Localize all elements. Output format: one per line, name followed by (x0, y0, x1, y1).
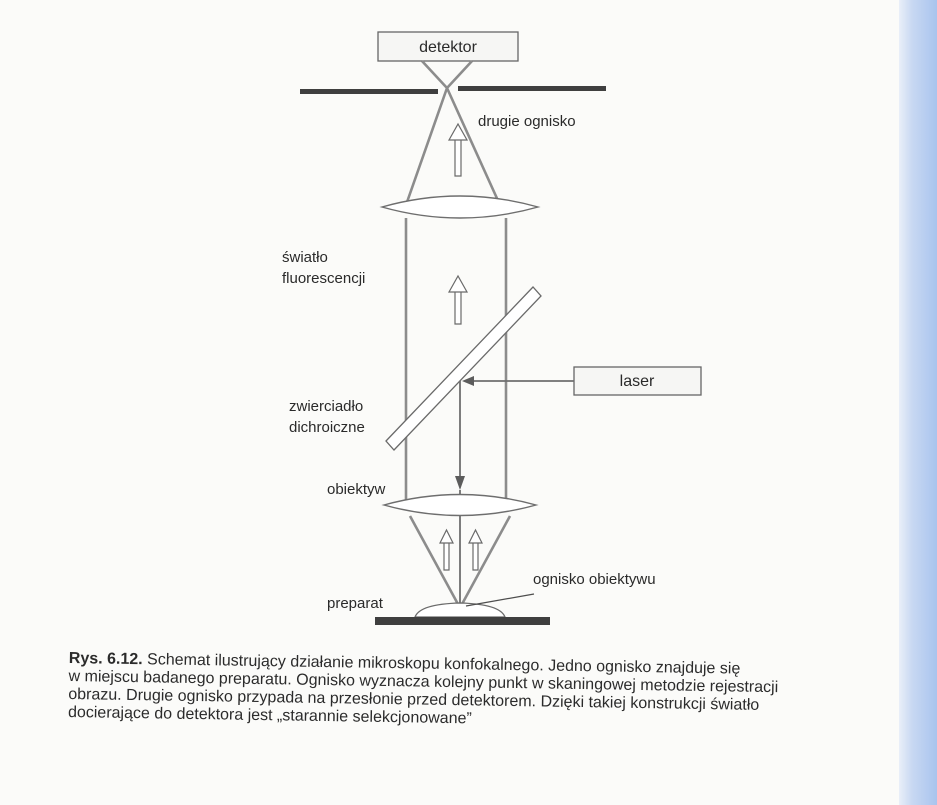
specimen (414, 602, 506, 618)
objective-focus-label: ognisko obiektywu (533, 571, 656, 588)
figure-caption: Rys. 6.12. Schemat ilustrujący działanie… (68, 650, 909, 735)
detector-label: detektor (419, 39, 477, 56)
objective-lens (381, 493, 539, 517)
second-focus-label: drugie ognisko (478, 113, 576, 130)
objective-focus-pointer (465, 593, 535, 607)
fluorescence-label-line2: fluorescencji (282, 270, 365, 287)
detector-box (377, 31, 519, 62)
confocal-microscope-diagram: detektor laser (282, 31, 702, 625)
up-arrow-middle (447, 274, 469, 325)
up-arrow-right-small (468, 528, 483, 571)
figure-number: Rys. 6.12. (68, 650, 143, 669)
pinhole-aperture (300, 86, 606, 94)
objective-label: obiektyw (327, 481, 386, 498)
mirror-label-line2: dichroiczne (289, 419, 365, 436)
upper-lens (379, 195, 541, 219)
up-arrow-upper (447, 122, 469, 177)
dichroic-mirror (385, 286, 542, 451)
up-arrow-left-small (439, 528, 454, 571)
fluorescence-rays-upper (404, 60, 502, 206)
laser-label: laser (620, 373, 655, 390)
page-edge-shadow (899, 0, 937, 805)
fluorescence-beam (404, 218, 508, 500)
specimen-label: preparat (327, 595, 384, 612)
objective-rays (408, 515, 512, 607)
microscope-slide (375, 617, 550, 625)
fluorescence-label-line1: światło (282, 249, 328, 266)
mirror-label-line1: zwierciadło (289, 398, 363, 415)
